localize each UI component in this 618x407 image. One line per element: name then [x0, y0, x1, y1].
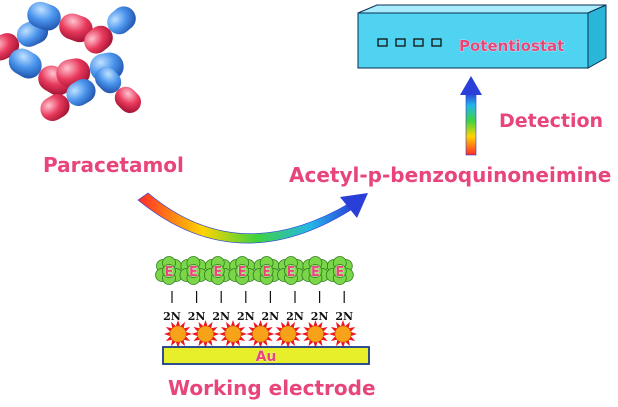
- nanoparticle-icon: [191, 320, 220, 348]
- enzyme-icon: E: [301, 256, 330, 285]
- enzyme-label: E: [238, 265, 247, 280]
- linker-label: 2N: [237, 310, 255, 323]
- enzyme-label: E: [213, 265, 222, 280]
- linker-icon: 2N: [237, 291, 255, 323]
- linker-label: 2N: [286, 310, 304, 323]
- nanoparticle-row: [164, 320, 357, 348]
- indicator-square: [413, 38, 424, 47]
- enzyme-label: E: [165, 265, 174, 280]
- gradient-up-arrow-icon: [460, 76, 482, 156]
- enzyme-icon: E: [325, 256, 354, 285]
- linker-icon: 2N: [286, 291, 304, 323]
- electrode-material-label: Au: [256, 349, 277, 365]
- nanoparticle-icon: [246, 320, 275, 348]
- enzyme-label: E: [189, 265, 198, 280]
- detection-label: Detection: [499, 110, 603, 132]
- linker-icon: 2N: [311, 291, 329, 323]
- linker-icon: 2N: [262, 291, 280, 323]
- capsule-pile-icon: [0, 1, 142, 121]
- working-electrode-label: Working electrode: [168, 376, 376, 400]
- enzyme-label: E: [311, 265, 320, 280]
- nanoparticle-icon: [301, 320, 330, 348]
- linker-label: 2N: [262, 310, 280, 323]
- enzyme-label: E: [335, 265, 344, 280]
- nanoparticle-icon: [329, 320, 357, 348]
- linker-label: 2N: [311, 310, 329, 323]
- gold-electrode: Au: [162, 346, 370, 365]
- linker-row: 2N 2N 2N 2N 2N 2N 2N 2N: [163, 291, 353, 323]
- gradient-curved-arrow-icon: [137, 192, 368, 244]
- linker-icon: 2N: [335, 291, 353, 323]
- indicator-square: [395, 38, 406, 47]
- indicator-square: [377, 38, 388, 47]
- linker-label: 2N: [163, 310, 181, 323]
- nanoparticle-icon: [164, 320, 192, 348]
- product-label: Acetyl-p-benzoquinoneimine: [289, 163, 611, 187]
- linker-label: 2N: [188, 310, 206, 323]
- enzyme-icon: E: [155, 256, 183, 285]
- enzyme-icon: E: [252, 256, 281, 285]
- linker-icon: 2N: [163, 291, 181, 323]
- potentiostat-box-icon: Potentiostat: [357, 4, 607, 69]
- enzyme-icon: E: [203, 256, 232, 285]
- linker-label: 2N: [335, 310, 353, 323]
- potentiostat-label: Potentiostat: [459, 37, 564, 55]
- indicator-square: [431, 38, 442, 47]
- nanoparticle-icon: [274, 320, 302, 348]
- nanoparticle-icon: [219, 320, 247, 348]
- linker-icon: 2N: [212, 291, 230, 323]
- enzyme-label: E: [262, 265, 271, 280]
- enzyme-icon: E: [179, 256, 208, 285]
- linker-label: 2N: [212, 310, 230, 323]
- enzyme-icon: E: [277, 256, 305, 285]
- linker-icon: 2N: [188, 291, 206, 323]
- paracetamol-label: Paracetamol: [43, 153, 184, 177]
- enzyme-icon: E: [228, 256, 257, 285]
- enzyme-label: E: [287, 265, 296, 280]
